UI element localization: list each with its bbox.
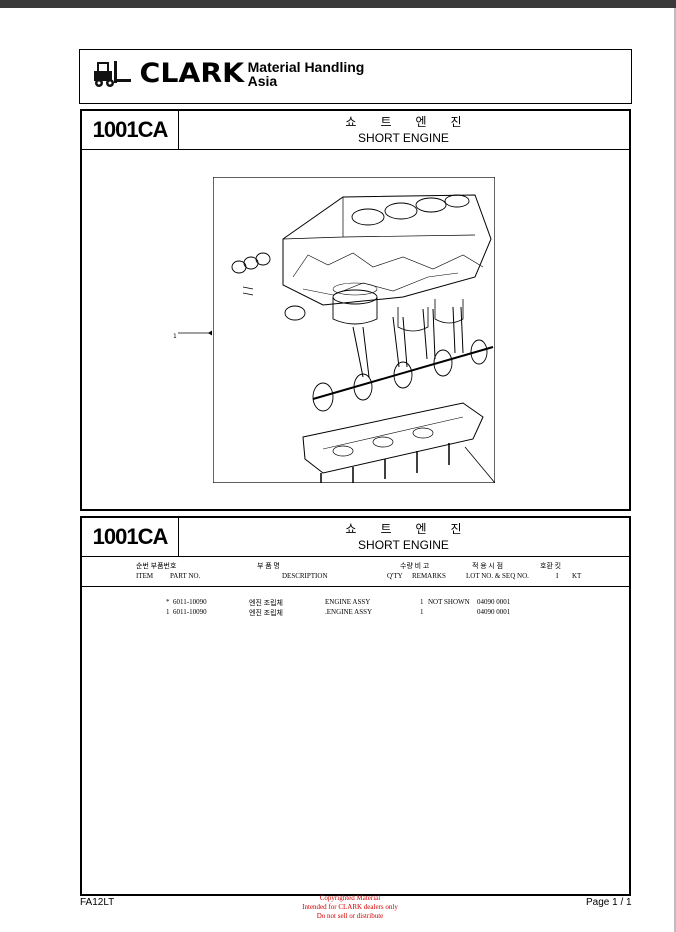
callout-number: 1: [173, 333, 177, 340]
brand-header: CLARK Material Handling Asia: [79, 49, 632, 104]
brand-wordmark: CLARK: [139, 58, 245, 89]
callout-leader-line: [178, 330, 212, 336]
copyright-line2: Intended for CLARK dealers only: [302, 903, 398, 911]
table-row: 1 6011-10090 엔진 조립체 .ENGINE ASSY 1 04090…: [82, 608, 629, 618]
row-lot: 04090 0001: [477, 598, 511, 606]
footer-model-code: FA12LT: [80, 897, 115, 908]
row-remarks: NOT SHOWN: [428, 598, 470, 606]
section-title-kr: 쇼트엔진: [345, 115, 486, 129]
header-lot-seq: LOT NO. & SEQ NO.: [466, 572, 529, 580]
header-kr-kit: 호환 킷: [540, 562, 562, 570]
header-kt: KT: [572, 572, 582, 580]
row-item: *: [166, 598, 170, 606]
table-row: * 6011-10090 엔진 조립체 ENGINE ASSY 1 NOT SH…: [82, 598, 629, 608]
row-part-no: 6011-10090: [173, 608, 207, 616]
header-kr-description: 부 품 명: [257, 562, 280, 570]
parts-list-title: 쇼트엔진 SHORT ENGINE: [178, 518, 629, 556]
forklift-icon: [94, 60, 131, 87]
parts-list-section: 1001CA 쇼트엔진 SHORT ENGINE 순번 부품번호 부 품 명 수…: [80, 516, 631, 896]
header-i: I: [556, 572, 559, 580]
header-description: DESCRIPTION: [282, 572, 328, 580]
section-title-en: SHORT ENGINE: [358, 131, 449, 145]
header-qty: Q'TY: [387, 572, 403, 580]
row-part-no: 6011-10090: [173, 598, 207, 606]
header-part-no: PART NO.: [170, 572, 201, 580]
row-qty: 1: [420, 598, 424, 606]
row-desc-kr: 엔진 조립체: [249, 609, 283, 617]
parts-list-title-en: SHORT ENGINE: [358, 538, 449, 552]
header-remarks: REMARKS: [412, 572, 446, 580]
page-number: Page 1 / 1: [586, 897, 632, 908]
brand-subtitle: Material Handling Asia: [248, 60, 365, 88]
short-engine-exploded-diagram: [213, 177, 495, 483]
diagram-header: 1001CA 쇼트엔진 SHORT ENGINE: [82, 111, 629, 150]
parts-list-code: 1001CA: [82, 518, 179, 556]
brand-subtitle-line2: Asia: [247, 72, 278, 89]
header-kr-item-part: 순번 부품번호: [136, 562, 177, 570]
row-qty: 1: [420, 608, 424, 616]
header-kr-lot: 적 용 시 점: [472, 562, 504, 570]
section-title: 쇼트엔진 SHORT ENGINE: [178, 111, 629, 149]
row-item: 1: [166, 608, 170, 616]
header-kr-qty-remarks: 수량 비 고: [400, 562, 430, 570]
copyright-notice: Copyrighted Material Intended for CLARK …: [260, 894, 440, 921]
copyright-line3: Do not sell or distribute: [316, 912, 384, 920]
parts-list-header: 1001CA 쇼트엔진 SHORT ENGINE: [82, 518, 629, 557]
row-desc-en: .ENGINE ASSY: [325, 608, 373, 616]
brand-subtitle-line1: Material Handling: [247, 58, 365, 75]
row-lot: 04090 0001: [477, 608, 511, 616]
parts-table-header: 순번 부품번호 부 품 명 수량 비 고 적 용 시 점 호환 킷 ITEM P…: [82, 556, 629, 587]
section-code: 1001CA: [82, 111, 179, 149]
viewer-top-bar: [0, 0, 676, 8]
header-item: ITEM: [136, 572, 154, 580]
row-desc-kr: 엔진 조립체: [249, 599, 283, 607]
page-edge: [674, 8, 676, 932]
copyright-line1: Copyrighted Material: [319, 894, 381, 902]
diagram-section: 1001CA 쇼트엔진 SHORT ENGINE 1: [80, 109, 631, 511]
brand-logo: CLARK Material Handling Asia: [92, 58, 364, 89]
parts-list-title-kr: 쇼트엔진: [345, 522, 486, 536]
row-desc-en: ENGINE ASSY: [325, 598, 371, 606]
